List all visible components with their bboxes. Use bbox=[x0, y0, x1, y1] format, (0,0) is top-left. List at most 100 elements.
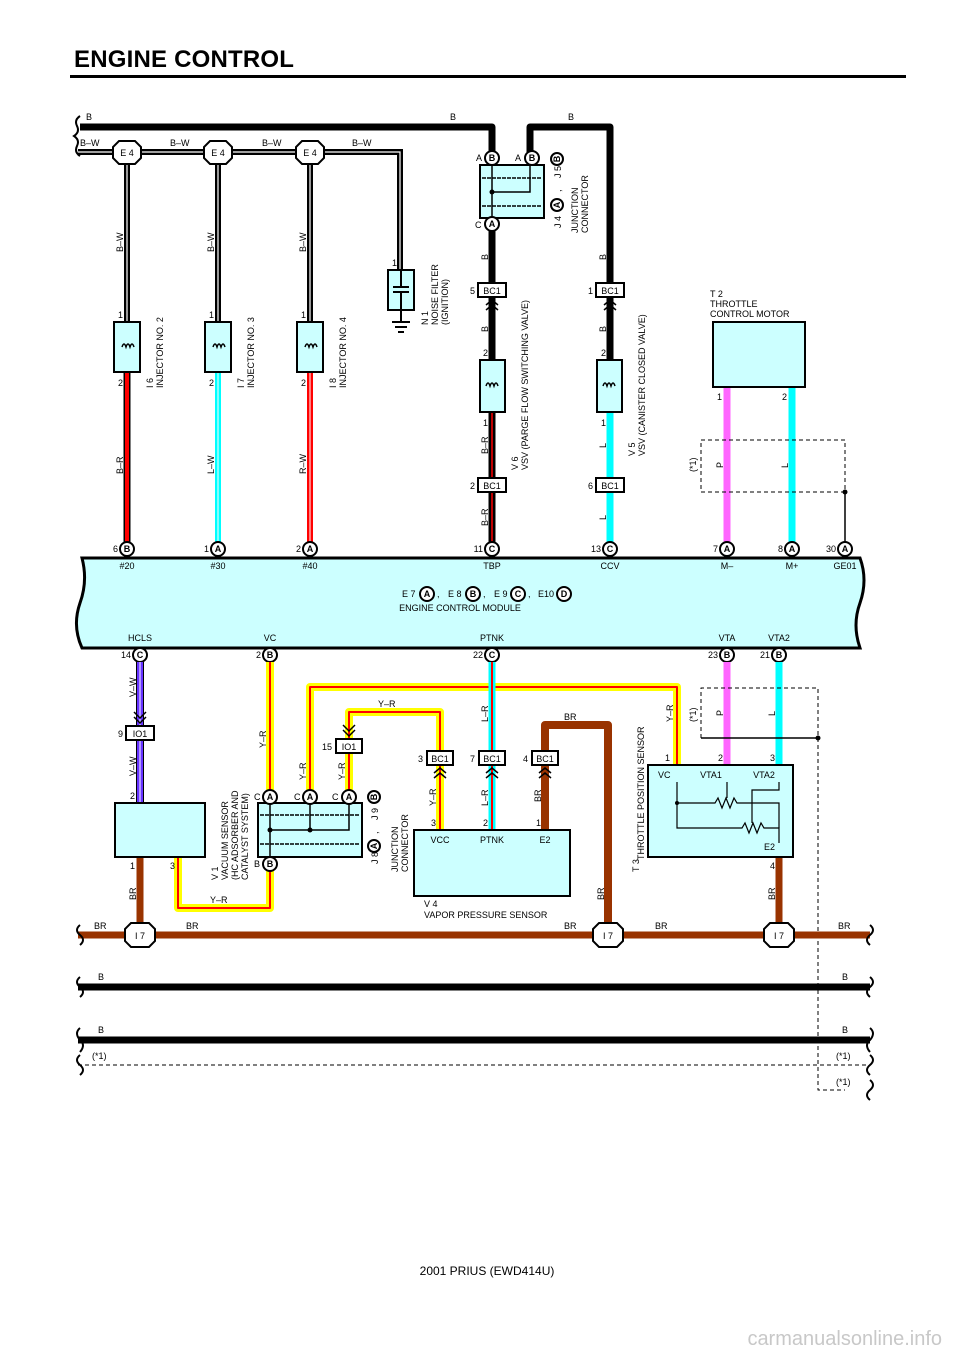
terminal-name: E2 bbox=[764, 842, 775, 852]
pin-number: 2 bbox=[483, 818, 488, 828]
title-divider bbox=[70, 75, 906, 78]
separator: , bbox=[528, 589, 531, 599]
wire-label: V–W bbox=[128, 677, 138, 697]
splice-label: I 7 bbox=[135, 931, 145, 941]
wire-label: BR bbox=[596, 887, 606, 900]
component-name: VSV (CANISTER CLOSED VALVE) bbox=[637, 314, 647, 456]
pin-label: C bbox=[294, 792, 301, 802]
connector-letter: A bbox=[842, 544, 849, 554]
vapor-pressure-sensor: BC1 3 BC1 7 BC1 4 VCC PTNK E2 3 2 1 V 4 … bbox=[413, 705, 606, 920]
pin-label: C bbox=[254, 792, 261, 802]
coil-icon bbox=[485, 382, 499, 389]
pin-label: C bbox=[332, 792, 339, 802]
pin-number: 8 bbox=[778, 544, 783, 554]
component-name: JUNCTION bbox=[390, 827, 400, 873]
throttle-position-sensor: VC VTA1 VTA2 E2 1 2 3 4 T 3 THROTTLE POS… bbox=[631, 704, 794, 900]
splice-label: E 4 bbox=[120, 148, 134, 158]
pin-number: 13 bbox=[591, 544, 601, 554]
component-name: INJECTOR NO. 4 bbox=[338, 317, 348, 388]
engine-control-module: B 6 #20 A 1 #30 A 2 #40 C 11 TBP C 13 CC… bbox=[75, 541, 866, 663]
wire-label: B bbox=[450, 112, 456, 122]
pin-number: 2 bbox=[118, 378, 123, 388]
component-name: ENGINE CONTROL MODULE bbox=[399, 603, 521, 613]
pin-number: 3 bbox=[170, 861, 175, 871]
wire-label: B bbox=[568, 112, 574, 122]
component-code: V 1 bbox=[210, 866, 220, 880]
wire-label: B–W bbox=[80, 138, 100, 148]
connector-letter: B bbox=[776, 650, 783, 660]
footnote-mark: (*1) bbox=[92, 1051, 107, 1061]
coil-icon bbox=[121, 343, 135, 350]
pin-number: 2 bbox=[718, 753, 723, 763]
pin-number: 2 bbox=[256, 650, 261, 660]
component-name: JUNCTION bbox=[570, 188, 580, 234]
wire-label: B bbox=[480, 326, 490, 332]
component-name: (HC ADSORBER AND bbox=[230, 790, 240, 880]
splice-label: E 4 bbox=[303, 148, 317, 158]
connector-letter: B bbox=[470, 589, 477, 599]
potentiometer-icon bbox=[676, 782, 780, 843]
component-code: V 5 bbox=[627, 442, 637, 456]
connector-arrow-icon bbox=[342, 724, 356, 738]
pin-number: 2 bbox=[301, 378, 306, 388]
terminal-name: VC bbox=[264, 633, 277, 643]
separator: , bbox=[370, 831, 380, 834]
connector-letter: A bbox=[267, 792, 274, 802]
separator: , bbox=[437, 589, 440, 599]
connector-letter: A bbox=[307, 792, 314, 802]
wire-label: Y–R bbox=[428, 788, 438, 806]
footnote-mark: (*1) bbox=[836, 1077, 851, 1087]
pin-number: 1 bbox=[301, 310, 306, 320]
connector-letter: B bbox=[552, 155, 562, 162]
coil-icon bbox=[212, 343, 226, 350]
pin-number: 1 bbox=[536, 818, 541, 828]
connector-letter: A bbox=[489, 219, 496, 229]
wire-label: B bbox=[842, 1025, 848, 1035]
vsv-purge-flow: BC1 5 2 1 BC1 2 B B B–R B–R V 6 VSV (PAR… bbox=[470, 231, 530, 543]
connector-letter: A bbox=[369, 842, 379, 849]
terminal-name: PTNK bbox=[480, 835, 504, 845]
connector-code: E10 bbox=[538, 589, 554, 599]
component-name: CONTROL MOTOR bbox=[710, 309, 790, 319]
pin-number: 15 bbox=[322, 742, 332, 752]
pin-number: 4 bbox=[770, 861, 775, 871]
wire-label: BR bbox=[564, 712, 577, 722]
footnote-mark: (*1) bbox=[836, 1051, 851, 1061]
terminal-name: HCLS bbox=[128, 633, 152, 643]
terminal-name: VTA2 bbox=[768, 633, 790, 643]
terminal-name: VCC bbox=[430, 835, 450, 845]
connector-arrow-icon bbox=[433, 767, 552, 779]
ground-buses: I 7 I 7 I 7 BR BR BR BR BR B B B B (*1) … bbox=[76, 921, 874, 1101]
coil-icon bbox=[304, 343, 318, 350]
wire-label: Y–R bbox=[665, 704, 675, 722]
wire-b-w bbox=[78, 149, 403, 322]
pin-number: 1 bbox=[118, 310, 123, 320]
connector-label: BC1 bbox=[601, 481, 619, 491]
component-name: VAPOR PRESSURE SENSOR bbox=[424, 910, 548, 920]
pin-number: 3 bbox=[431, 818, 436, 828]
connector-arrow-icon bbox=[485, 299, 499, 311]
terminal-name: #20 bbox=[119, 561, 134, 571]
pin-number: 22 bbox=[473, 650, 483, 660]
connector-letter: A bbox=[424, 589, 431, 599]
wire-label: B–R bbox=[115, 456, 125, 474]
wire-label: B bbox=[842, 972, 848, 982]
pin-number: 1 bbox=[483, 418, 488, 428]
pin-label: A bbox=[515, 153, 521, 163]
pin-number: 2 bbox=[130, 791, 135, 801]
component-code: N 1 bbox=[420, 311, 430, 325]
pin-number: 7 bbox=[470, 754, 475, 764]
wire-label: B bbox=[86, 112, 92, 122]
wire-label: B–R bbox=[480, 436, 490, 454]
connector-code: E 7 bbox=[402, 589, 416, 599]
wire-label: BR bbox=[533, 789, 543, 802]
terminal-name: VTA bbox=[719, 633, 736, 643]
pin-number: 23 bbox=[708, 650, 718, 660]
component-name: CONNECTOR bbox=[580, 175, 590, 233]
pin-number: 9 bbox=[118, 729, 123, 739]
splice-label: I 7 bbox=[774, 931, 784, 941]
terminal-name: M+ bbox=[786, 561, 799, 571]
splice-e4: E 4 E 4 E 4 bbox=[112, 140, 325, 165]
wire-label: B–W bbox=[352, 138, 372, 148]
